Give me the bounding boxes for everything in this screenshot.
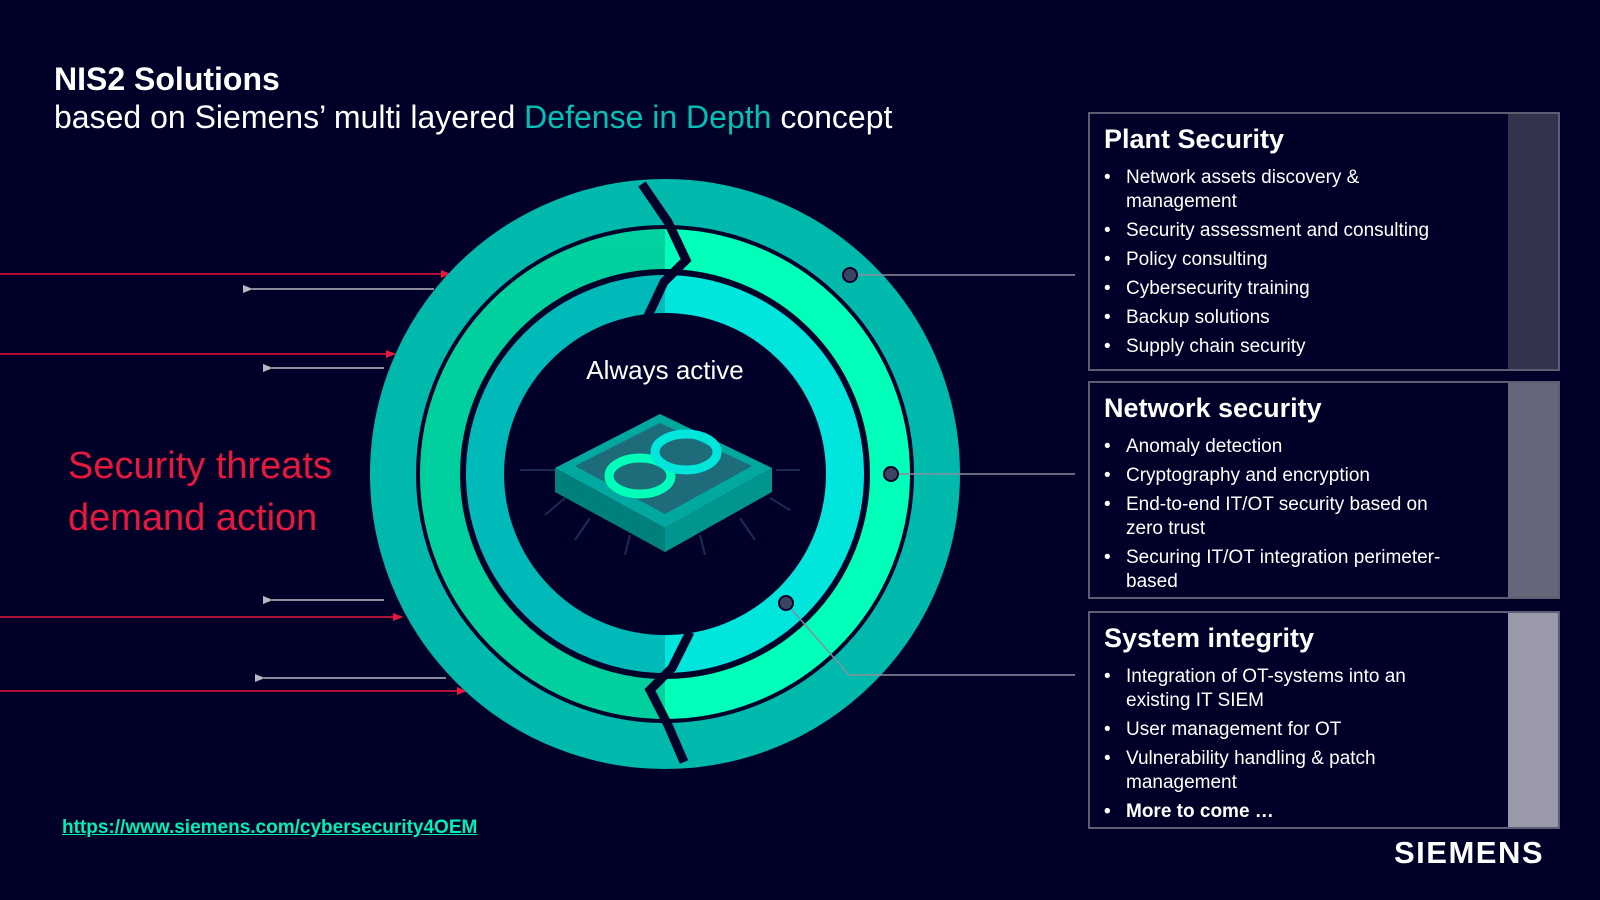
panel-network-security: Network security Anomaly detection Crypt… <box>1088 381 1560 599</box>
panel-color-bar <box>1508 114 1558 369</box>
list-item: Security assessment and consulting <box>1104 219 1446 243</box>
list-item: End-to-end IT/OT security based on zero … <box>1104 493 1446 541</box>
subtitle-prefix: based on Siemens’ multi layered <box>54 99 525 135</box>
list-item: Integration of OT-systems into an existi… <box>1104 665 1446 713</box>
list-item: More to come … <box>1104 800 1446 824</box>
ring-inner <box>466 275 864 673</box>
center-label: Always active <box>586 355 744 385</box>
list-item: Cryptography and encryption <box>1104 464 1446 488</box>
list-item: Anomaly detection <box>1104 435 1446 459</box>
panel-title: Plant Security <box>1104 124 1285 154</box>
subtitle-accent: Defense in Depth <box>524 99 772 135</box>
panel-title: System integrity <box>1104 623 1315 653</box>
cybersecurity-link[interactable]: https://www.siemens.com/cybersecurity4OE… <box>62 817 478 838</box>
connector-dot-network <box>883 466 899 482</box>
panel-color-bar <box>1508 613 1558 827</box>
panel-plant-security: Plant Security Network assets discovery … <box>1088 112 1560 371</box>
title-name: NIS2 <box>54 61 126 97</box>
panel-list: Network assets discovery & management Se… <box>1104 166 1446 364</box>
panel-list: Anomaly detection Cryptography and encry… <box>1104 435 1446 599</box>
threats-line-1: Security threats <box>68 445 332 487</box>
connector-dot-system <box>778 595 794 611</box>
page-subtitle: based on Siemens’ multi layered Defense … <box>54 98 892 136</box>
threats-line-2: demand action <box>68 497 318 539</box>
ring-seam-top <box>638 181 692 320</box>
list-item: Network assets discovery & management <box>1104 166 1446 214</box>
list-item: Backup solutions <box>1104 306 1446 330</box>
threats-heading: Security threats demand action <box>68 440 332 544</box>
connector-dot-plant <box>842 267 858 283</box>
panel-title: Network security <box>1104 393 1322 423</box>
siemens-logo: SIEMENS <box>1394 835 1545 870</box>
title-block: NIS2 Solutions based on Siemens’ multi l… <box>54 60 892 136</box>
chip-icon <box>520 414 800 556</box>
title-name-rest: Solutions <box>125 61 280 97</box>
list-item: Policy consulting <box>1104 248 1446 272</box>
panel-color-bar <box>1508 383 1558 597</box>
list-item: Supply chain security <box>1104 335 1446 359</box>
list-item: Vulnerability handling & patch managemen… <box>1104 747 1446 795</box>
subtitle-suffix: concept <box>771 99 893 135</box>
leader-line-system <box>785 602 1075 676</box>
panel-list: Integration of OT-systems into an existi… <box>1104 665 1446 829</box>
list-item: User management for OT <box>1104 718 1446 742</box>
list-item: Securing IT/OT integration perimeter-bas… <box>1104 546 1446 594</box>
panel-system-integrity: System integrity Integration of OT-syste… <box>1088 611 1560 829</box>
list-item: Cybersecurity training <box>1104 277 1446 301</box>
ring-seam-bottom <box>644 629 695 764</box>
page-title: NIS2 Solutions <box>54 60 892 98</box>
